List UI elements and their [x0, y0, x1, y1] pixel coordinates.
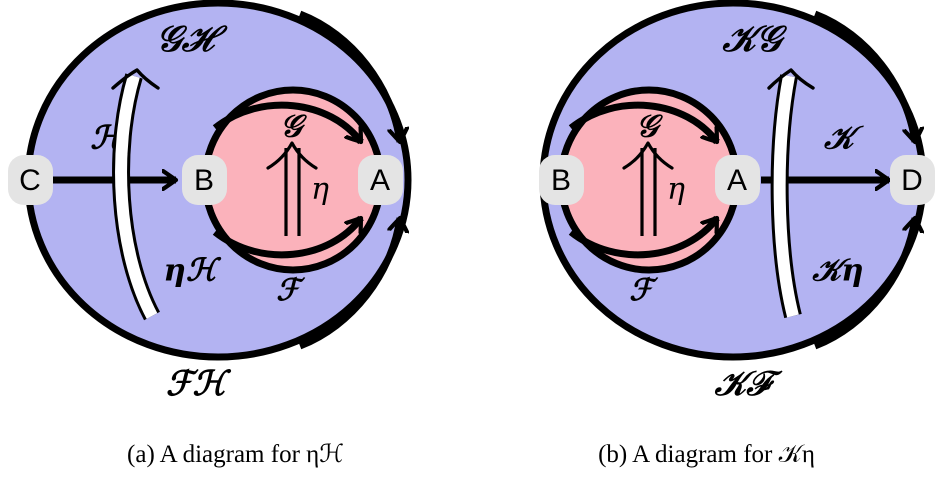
diagram-panel-b: 𝒦𝒢 𝒦ℱ 𝒢 ℱ 𝒦 η: [471, 0, 942, 486]
diagram-panel-a: 𝒢ℋ ℱℋ 𝒢 ℱ ℋ η: [8, 0, 412, 468]
node-C-a[interactable]: C: [8, 155, 53, 205]
arrow-outer-upper-to-d: [813, 10, 915, 142]
arrow-b-to-a-lower-b: [568, 215, 720, 259]
two-cell-label-eta-a: η: [311, 172, 329, 207]
node-label-A: A: [727, 164, 747, 197]
arrow-outer-upper-to-a: [298, 10, 400, 142]
outer-region-label-b: 𝒦𝒢: [721, 18, 787, 60]
arrow-outer-lower-to-a: [298, 218, 400, 350]
node-label-B: B: [551, 164, 571, 197]
node-A-a[interactable]: A: [358, 155, 403, 205]
ribbon-K-eta-b: [767, 68, 815, 319]
two-cell-eta-b: [622, 141, 674, 236]
node-B-b[interactable]: B: [539, 155, 584, 205]
node-B-a[interactable]: B: [182, 155, 227, 205]
diagram-b-canvas: 𝒦𝒢 𝒦ℱ 𝒢 ℱ 𝒦 η: [539, 0, 935, 404]
caption-b: (b) A diagram for 𝒦η: [598, 441, 815, 468]
arrow-outer-lower-to-d: [813, 218, 915, 350]
arrow-b-to-a-upper-b: [568, 101, 720, 145]
node-A-b[interactable]: A: [715, 155, 760, 205]
caption-a: (a) A diagram for ηℋ: [127, 441, 344, 468]
outer-region-bottom-label-a: ℱℋ: [166, 364, 232, 404]
diagram-a-canvas: 𝒢ℋ ℱℋ 𝒢 ℱ ℋ η: [8, 0, 412, 404]
arrow-b-to-a-lower: [212, 215, 364, 259]
arrow-b-to-a-upper: [212, 101, 364, 145]
node-label-D: D: [901, 164, 923, 197]
two-cell-eta-a: [266, 141, 318, 236]
ribbon-eta-H-a: [111, 68, 160, 321]
ribbon-label-etaH-a: ηℋ: [163, 253, 222, 289]
node-label-B: B: [194, 164, 214, 197]
node-D-b[interactable]: D: [890, 155, 935, 205]
ribbon-label-Keta-b: 𝒦η: [811, 253, 863, 289]
node-label-A: A: [370, 164, 390, 197]
outer-region-bottom-label-b: 𝒦ℱ: [714, 364, 784, 404]
two-cell-label-eta-b: η: [667, 172, 685, 207]
node-label-C: C: [19, 164, 41, 197]
